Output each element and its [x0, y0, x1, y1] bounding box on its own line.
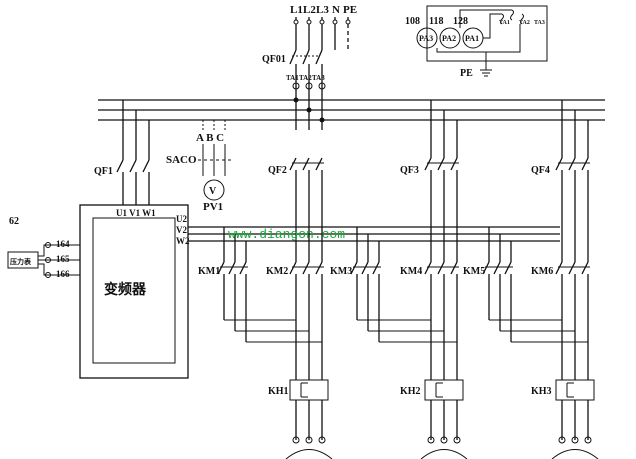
- overload-kh3: KH3: [531, 386, 552, 397]
- overload-relay: [555, 379, 595, 401]
- motor-symbol: [285, 449, 333, 459]
- motor-terminal: [558, 436, 566, 444]
- contactor-contact: [424, 261, 432, 275]
- main-switch-label: QF01: [262, 54, 286, 65]
- motor-terminal: [292, 436, 300, 444]
- watermark: www.diangon.com: [228, 227, 345, 242]
- main-tap-ta1: TA1: [286, 74, 299, 82]
- contactor-contact: [450, 261, 458, 275]
- contactor-km3: KM3: [330, 266, 352, 277]
- ammeter-pa1: PA1: [465, 34, 479, 43]
- breaker-contact: [555, 157, 563, 171]
- inverter-out-u2: U2: [176, 214, 187, 224]
- branch-qf1: QF1: [94, 100, 150, 205]
- pressure-sensor-label: 压力表: [10, 257, 32, 266]
- breaker-qf4: QF4: [531, 165, 550, 176]
- contactor-contact: [361, 261, 369, 275]
- contactor-contact: [289, 261, 297, 275]
- supply-label-l1: L1: [290, 4, 303, 16]
- motor-terminal: [427, 436, 435, 444]
- motor-terminal: [318, 436, 326, 444]
- supply-lines: L1 L2 L3 N PE: [290, 4, 357, 50]
- supply-label-n: N: [332, 4, 340, 16]
- main-tap-ta2: TA2: [299, 74, 312, 82]
- motor-terminal: [305, 436, 313, 444]
- contactor-contact: [568, 261, 576, 275]
- inverter-output-bus: [188, 226, 560, 242]
- inverter: 62 U1 V1 W1 变频器 U2 V2 W2 压力表 164 165 166: [7, 204, 190, 379]
- contactor-km2: KM2: [266, 266, 288, 277]
- contactor-contact: [437, 261, 445, 275]
- main-tap-ta3: TA3: [312, 74, 325, 82]
- ammeter-pa3: PA3: [419, 34, 433, 43]
- supply-label-l2: L2: [303, 4, 316, 16]
- contactor-contact: [581, 261, 589, 275]
- ct-label-ta3: TA3: [534, 20, 545, 26]
- sensor-terminal-166: 166: [56, 269, 70, 279]
- contactor-km6: KM6: [531, 266, 553, 277]
- breaker-contact: [437, 157, 445, 171]
- breaker-contact: [581, 157, 589, 171]
- contactor-contact: [228, 261, 236, 275]
- supply-label-pe: PE: [343, 4, 357, 16]
- contactor-contact: [555, 261, 563, 275]
- sensor-terminal-165: 165: [56, 254, 70, 264]
- inverter-out-w2: W2: [176, 236, 190, 246]
- contactor-contact: [372, 261, 380, 275]
- breaker-contact: [450, 157, 458, 171]
- contactor-contact: [350, 261, 358, 275]
- motor-terminal: [584, 436, 592, 444]
- main-switch-qf01: QF01 TA1 TA2 TA3: [262, 49, 326, 130]
- voltmeter-label: PV1: [203, 201, 223, 213]
- voltmeter-group: A B C SACO V PV1: [166, 120, 232, 213]
- breaker-qf1: QF1: [94, 166, 113, 177]
- breaker-contact: [568, 157, 576, 171]
- inverter-id: 62: [9, 216, 19, 227]
- inverter-input-terminals: U1 V1 W1: [116, 208, 156, 218]
- motor-symbol: [551, 449, 599, 459]
- motor-terminal: [453, 436, 461, 444]
- motor-terminal: [571, 436, 579, 444]
- breaker-contact: [289, 157, 297, 171]
- sensor-terminal-164: 164: [56, 239, 70, 249]
- main-bus: [98, 99, 605, 121]
- voltmeter-symbol: V: [209, 186, 217, 197]
- pump-branches: [217, 100, 599, 459]
- voltmeter-phases: A B C: [196, 132, 224, 144]
- voltmeter-switch: SACO: [166, 154, 197, 166]
- breaker-contact: [424, 157, 432, 171]
- contactor-contact: [302, 261, 310, 275]
- ct-label-ta1: TA1: [499, 20, 510, 26]
- overload-kh2: KH2: [400, 386, 421, 397]
- contactor-contact: [239, 261, 247, 275]
- contactor-contact: [493, 261, 501, 275]
- breaker-qf2: QF2: [268, 165, 287, 176]
- breaker-contact: [315, 157, 323, 171]
- contactor-km1: KM1: [198, 266, 220, 277]
- ammeter-num-118: 118: [429, 16, 443, 27]
- breaker-qf3: QF3: [400, 165, 419, 176]
- contactor-contact: [482, 261, 490, 275]
- ammeter-pe-label: PE: [460, 68, 473, 79]
- contactor-contact: [315, 261, 323, 275]
- overload-kh1: KH1: [268, 386, 289, 397]
- supply-label-l3: L3: [316, 4, 329, 16]
- contactor-km5: KM5: [463, 266, 485, 277]
- overload-relay: [289, 379, 329, 401]
- breaker-contact: [302, 157, 310, 171]
- overload-relay: [424, 379, 464, 401]
- contactor-contact: [504, 261, 512, 275]
- ammeter-pa2: PA2: [442, 34, 456, 43]
- contactor-contact: [217, 261, 225, 275]
- motor-symbol: [420, 449, 468, 459]
- ammeter-panel: 108 118 128 PA3 PA2 PA1 TA1 TA2 TA3 PE: [405, 5, 548, 79]
- inverter-name: 变频器: [104, 281, 147, 298]
- motor-terminal: [440, 436, 448, 444]
- contactor-km4: KM4: [400, 266, 422, 277]
- ammeter-num-108: 108: [405, 16, 420, 27]
- ct-label-ta2: TA2: [519, 20, 530, 26]
- inverter-out-v2: V2: [176, 225, 187, 235]
